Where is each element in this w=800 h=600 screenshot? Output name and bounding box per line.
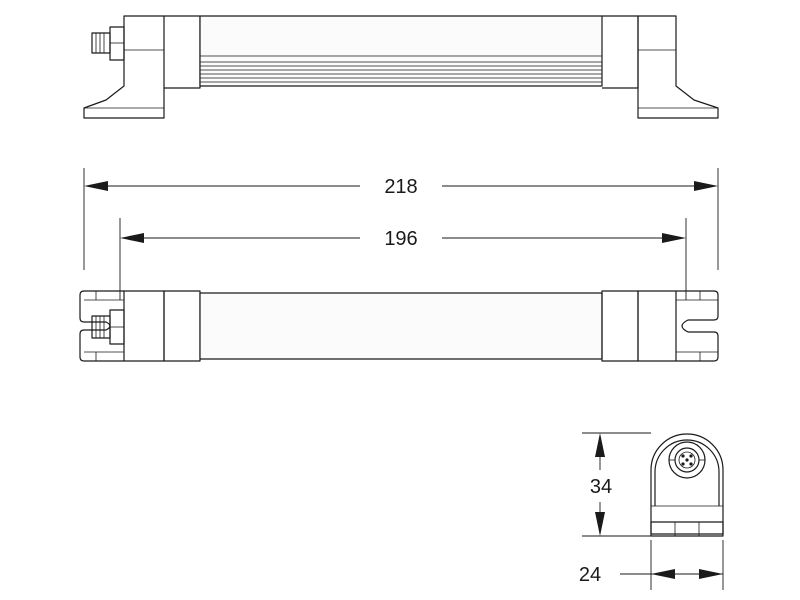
right-collar-plan: [601, 290, 639, 362]
dimension-width: 24: [579, 540, 724, 590]
plan-view: [79, 290, 719, 362]
dimension-height: 34: [582, 432, 651, 537]
arrow-left: [120, 233, 144, 243]
arrow-right: [694, 181, 718, 191]
mount-spacing-label: 196: [384, 228, 417, 250]
end-view: [650, 433, 724, 537]
left-cap-plan: [123, 290, 165, 362]
arrow-left: [84, 181, 108, 191]
connector-face: [668, 441, 706, 479]
arrow-down: [595, 512, 605, 536]
height-label: 34: [590, 476, 612, 498]
tube-body: [199, 15, 603, 87]
left-connector: [91, 26, 125, 61]
right-cap-plan: [637, 290, 677, 362]
left-connector-plan: [91, 309, 125, 345]
arrow-up: [595, 433, 605, 457]
left-foot-plan: [79, 290, 124, 362]
width-label: 24: [579, 564, 601, 586]
side-elevation-view: [83, 15, 719, 119]
dimension-mount-spacing: 196: [119, 218, 687, 300]
tube-plan: [199, 292, 603, 360]
arrow-right: [662, 233, 686, 243]
right-end-cap: [602, 15, 719, 119]
right-foot-plan: [676, 290, 719, 362]
dimension-overall-length: 218: [83, 168, 719, 270]
left-collar-plan: [163, 290, 201, 362]
arrow-left: [651, 569, 675, 579]
overall-length-label: 218: [384, 176, 417, 198]
arrow-right: [699, 569, 723, 579]
left-end-cap: [83, 15, 201, 119]
